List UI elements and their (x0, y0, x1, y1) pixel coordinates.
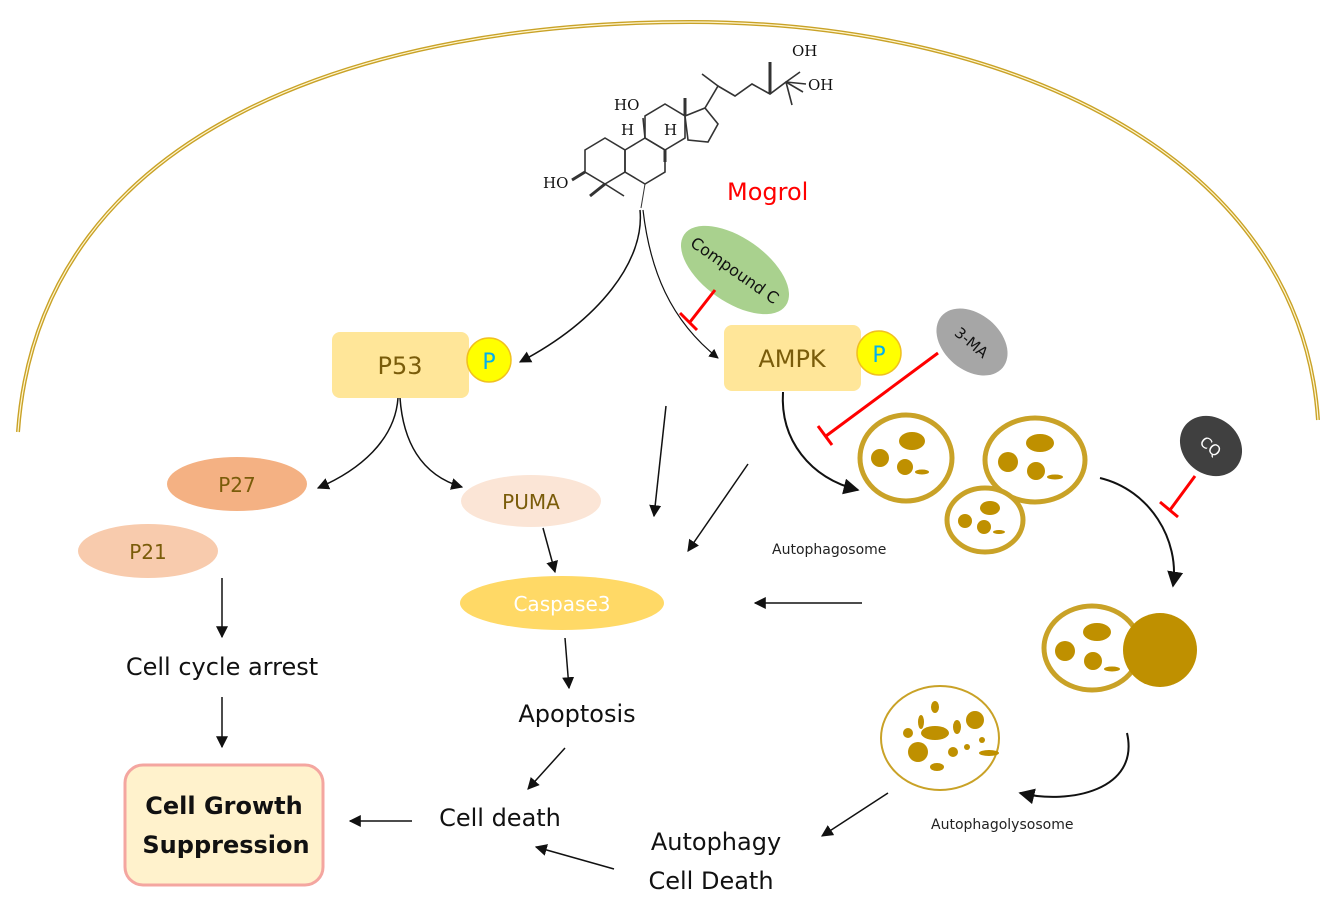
arrow-autophagosome-to-fusion (1099, 477, 1184, 588)
p53-label: P53 (377, 352, 422, 380)
cell-cycle-arrest-label: Cell cycle arrest (126, 653, 318, 681)
arrow-autophagosome-to-apoptosis (687, 463, 749, 552)
arrow-fusion-to-autophagolysosome (1018, 732, 1130, 805)
lysosome (1123, 613, 1197, 687)
outcome-line2: Suppression (142, 831, 309, 859)
outcome-line1: Cell Growth (145, 792, 302, 820)
arrow-apoptosis-to-cell-death (527, 747, 566, 790)
autophagosome-vesicle-3 (944, 485, 1026, 555)
autophagosome-label: Autophagosome (772, 542, 886, 558)
puma-node: PUMA (461, 475, 601, 527)
caspase3-node: Caspase3 (460, 576, 664, 630)
cell-growth-suppression-box: Cell Growth Suppression (123, 763, 325, 887)
autophagolysosome-vesicle (880, 685, 1000, 791)
chem-label-h1: H (621, 121, 634, 139)
autophagy-cell-death-label: Cell Death (648, 867, 773, 895)
autophagosome-vesicle-1 (857, 412, 955, 504)
p53-node: P53 P (332, 332, 512, 398)
mogrol-label: Mogrol (727, 178, 808, 206)
caspase3-label: Caspase3 (513, 592, 610, 616)
fusion-vesicle (1041, 603, 1197, 693)
inhibition-compound-c-to-ampk (678, 289, 717, 332)
arrow-caspase3-to-apoptosis (562, 637, 575, 690)
apoptosis-label: Apoptosis (518, 700, 635, 728)
p27-node: P27 (167, 457, 307, 511)
ampk-phospho-label: P (872, 343, 885, 368)
arrow-p53-to-p27 (316, 397, 399, 490)
chem-label-ho-left: HO (543, 174, 568, 192)
p53-phospho-label: P (482, 350, 495, 375)
cell-membrane (16, 19, 1320, 433)
ampk-label: AMPK (758, 345, 827, 373)
arrow-puma-to-caspase3 (542, 527, 558, 574)
arrow-mogrol-to-p53 (518, 209, 642, 363)
mogrol-structure (571, 62, 807, 209)
autophagy-label: Autophagy (651, 828, 781, 856)
ampk-node: AMPK P (724, 325, 902, 391)
chem-label-ho-mid: HO (614, 96, 639, 114)
arrow-autophagolysosome-to-autophagy-death (820, 792, 889, 837)
arrow-mogrol-to-ampk (642, 209, 719, 359)
puma-label: PUMA (502, 490, 560, 514)
p27-label: P27 (218, 473, 256, 497)
autophagolysosome-label: Autophagolysosome (931, 817, 1073, 833)
inhibition-cq-to-fusion (1159, 475, 1197, 519)
chem-label-h2: H (664, 121, 677, 139)
p21-node: P21 (78, 524, 218, 578)
chem-label-oh-right: OH (808, 76, 833, 94)
cq-node: CQ (1179, 415, 1243, 477)
compound-c-node: Compound C (680, 225, 790, 315)
arrow-ampk-to-apoptosis-1 (649, 405, 667, 518)
arrow-autophagy-death-to-cell-death (534, 844, 615, 870)
autophagosome-vesicle-2 (982, 415, 1088, 505)
inhibition-3ma-to-autophagosome (816, 351, 939, 446)
chem-label-oh-top: OH (792, 42, 817, 60)
p21-label: P21 (129, 540, 167, 564)
arrow-ampk-to-autophagosome (781, 391, 860, 495)
three-ma-node: 3-MA (936, 308, 1008, 376)
arrow-p53-to-puma (399, 397, 464, 490)
cell-death-label: Cell death (439, 804, 561, 832)
